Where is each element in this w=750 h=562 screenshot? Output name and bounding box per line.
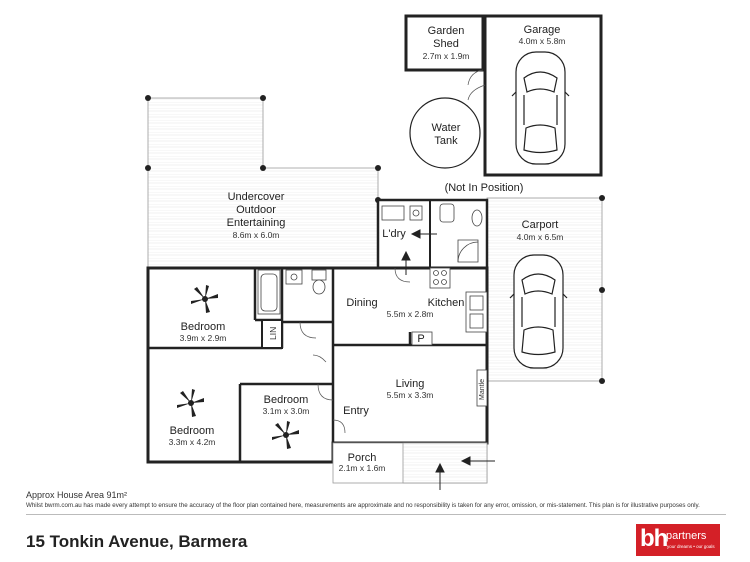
car-icon [509,254,568,369]
logo-tagline: your dreams • our goals [667,544,715,549]
ceiling-fan-icon [177,389,204,417]
room-label: Outdoor [236,204,276,216]
room-label: Garage [524,24,561,36]
outdoor-area [147,97,379,269]
car-icon [511,51,570,165]
property-address: 15 Tonkin Avenue, Barmera [26,532,248,551]
room-label: Porch [348,452,377,464]
divider [26,514,726,515]
room-dimension: 5.5m x 3.3m [387,390,434,400]
room-dimension: 5.5m x 2.8m [387,309,434,319]
room-dimension: 2.7m x 1.9m [423,51,470,61]
room-label: Entertaining [227,217,286,229]
room-label: L'dry [382,228,406,240]
room-label: Tank [434,135,458,147]
room-label: Shed [433,38,459,50]
room-label: Water [432,122,461,134]
room-label: Carport [522,219,559,231]
disclaimer-text: Whilst bwrm.com.au has made every attemp… [26,502,700,509]
room-label: P [417,333,424,345]
garden-shed [404,14,485,72]
room-label: Kitchen [428,297,465,309]
room-label: Bedroom [181,321,226,333]
room-dimension: 8.6m x 6.0m [233,230,280,240]
ceiling-fan-icon [272,421,299,449]
room-label: Undercover [228,191,285,203]
logo-mark: bh [640,525,668,552]
room-label: LIN [268,327,278,340]
room-dimension: 4.0m x 6.5m [517,232,564,242]
brand-logo: bh partners your dreams • our goals [636,524,720,556]
room-dimension: 2.1m x 1.6m [339,463,386,473]
room-dimension: 3.9m x 2.9m [180,333,227,343]
room-label: Mantle [479,379,486,400]
room-label: Entry [343,405,369,417]
logo-word: partners [666,530,707,542]
approx-house-area: Approx House Area 91m² [26,490,128,500]
room-dimension: 4.0m x 5.8m [519,36,566,46]
room-label: Bedroom [170,425,215,437]
room-label: Living [396,378,425,390]
ceiling-fan-icon [191,285,218,313]
entry-arrow-icon [401,229,495,490]
room-label: Dining [346,297,377,309]
not-in-position-note: (Not In Position) [445,182,524,194]
room-dimension: 3.3m x 4.2m [169,437,216,447]
water-tank [409,97,481,169]
room-label: Garden [428,25,465,37]
room-dimension: 3.1m x 3.0m [263,406,310,416]
room-label: Bedroom [264,394,309,406]
floor-plan: Garden Shed 2.7m x 1.9m Garage 4.0m x 5.… [145,14,605,490]
